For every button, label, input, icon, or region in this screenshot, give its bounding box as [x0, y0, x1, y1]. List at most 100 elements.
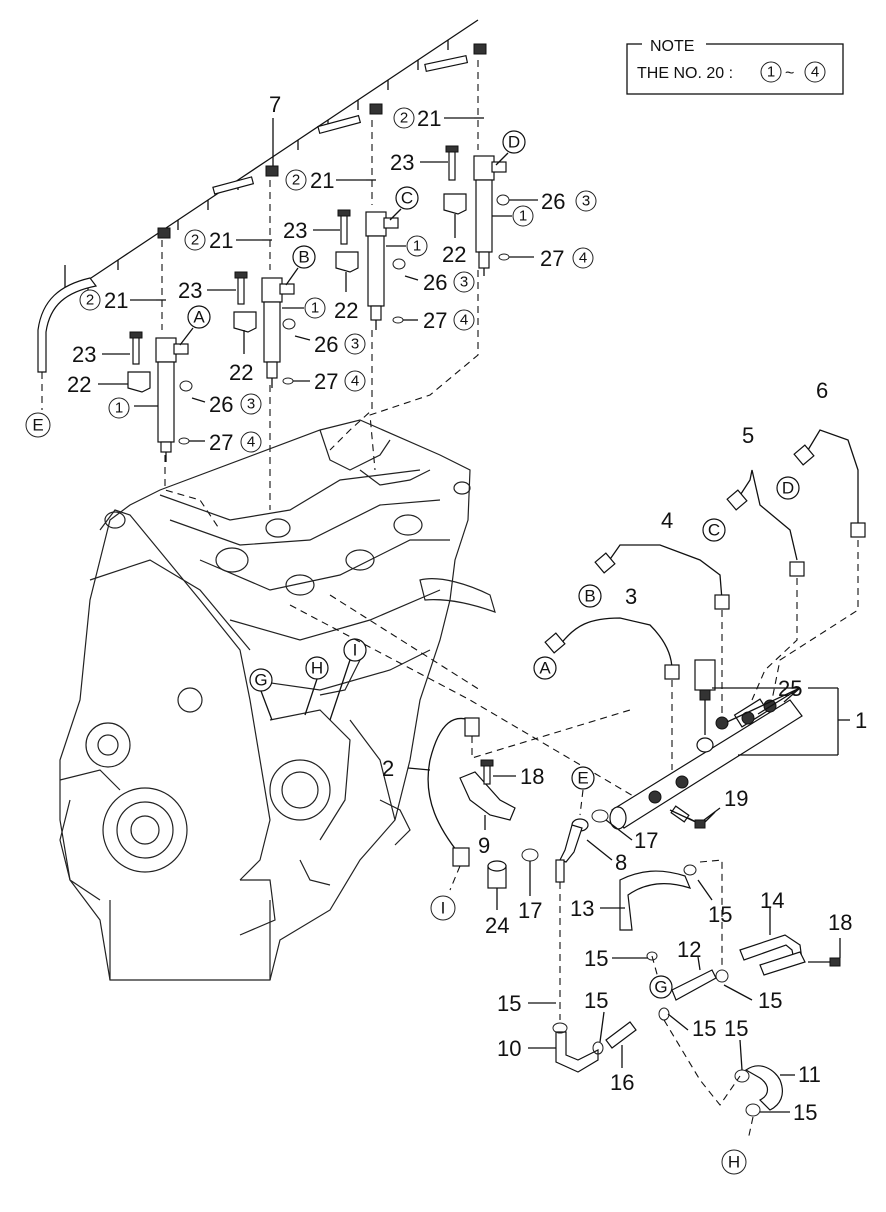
part-19-label: 19	[724, 786, 748, 811]
part-17-label-b: 17	[518, 898, 542, 923]
connector-a-pipe: A	[539, 659, 551, 678]
circled-numbers: 1 1 1 1 2 2 2 2 3 3 3 3 4 4 4 4	[79, 107, 597, 453]
injector-a	[155, 337, 189, 462]
part-15-label-a: 15	[708, 902, 732, 927]
svg-text:4: 4	[460, 312, 468, 329]
injector-b	[261, 277, 295, 388]
part-3-label: 3	[625, 584, 637, 609]
part-27-label-c: 27	[423, 308, 447, 333]
connector-b-pipe: B	[584, 587, 595, 606]
connector-g-hose: G	[654, 978, 667, 997]
injector-c	[365, 211, 399, 330]
connector-c-injector: C	[401, 189, 413, 208]
connector-i-pipe: I	[441, 899, 446, 918]
part-21-label-d: 21	[417, 106, 441, 131]
part-4-label: 4	[661, 508, 673, 533]
note-range-start: 1	[767, 64, 775, 81]
svg-text:1: 1	[519, 208, 527, 225]
note-line: THE NO. 20 :	[637, 65, 733, 82]
part-15-label-c: 15	[758, 988, 782, 1013]
part-23-label-c: 23	[283, 218, 307, 243]
part-11-label: 11	[798, 1062, 821, 1087]
high-pressure-pipes	[544, 429, 866, 770]
engine-connectors: G H I	[249, 594, 641, 801]
part-22-label-c: 22	[334, 298, 358, 323]
part-18-label-a: 18	[520, 764, 544, 789]
pipe-2: I	[407, 709, 631, 921]
return-line-assembly: E 7	[25, 19, 487, 438]
svg-text:E: E	[32, 416, 43, 435]
part-21-label-c: 21	[310, 168, 334, 193]
part-23-label-b: 23	[178, 278, 202, 303]
svg-text:4: 4	[247, 434, 255, 451]
fuel-hoses: G H	[528, 859, 841, 1175]
connector-g-engine: G	[254, 671, 267, 690]
connector-i-engine: I	[353, 641, 358, 660]
svg-text:4: 4	[351, 373, 359, 390]
part-5-label: 5	[742, 423, 754, 448]
connector-e-rail: E	[571, 766, 595, 790]
part-25-label: 25	[778, 676, 802, 701]
note-title: NOTE	[650, 38, 694, 55]
part-15-label-h: 15	[793, 1100, 817, 1125]
svg-text:3: 3	[247, 396, 255, 413]
part-23-label-a: 23	[72, 342, 96, 367]
part-26-label-c: 26	[423, 270, 447, 295]
connector-d-pipe: D	[782, 479, 794, 498]
part-14-label: 14	[760, 888, 784, 913]
part-18-label-b: 18	[828, 910, 852, 935]
part-26-label-a: 26	[209, 392, 233, 417]
connector-d-injector: D	[508, 133, 520, 152]
injector-d	[473, 155, 507, 276]
part-1-label: 1	[855, 708, 867, 733]
part-15-label-b: 15	[584, 946, 608, 971]
part-21-label-a: 21	[104, 288, 128, 313]
injector-guides	[161, 60, 479, 531]
part-22-label-b: 22	[229, 360, 253, 385]
svg-text:4: 4	[579, 250, 587, 267]
svg-text:E: E	[577, 769, 588, 788]
svg-text:1: 1	[311, 300, 319, 317]
connector-h-hose: H	[728, 1153, 740, 1172]
part-7-label: 7	[269, 92, 281, 117]
part-16-label: 16	[610, 1070, 634, 1095]
part-27-label-a: 27	[209, 430, 233, 455]
part-27-label-b: 27	[314, 369, 338, 394]
part-17-label-a: 17	[634, 828, 658, 853]
bracket-9	[459, 759, 516, 830]
engine-block	[59, 419, 496, 981]
connector-b-injector: B	[298, 248, 309, 267]
o-rings	[178, 194, 538, 445]
svg-text:3: 3	[460, 274, 468, 291]
clamps-and-bolts	[98, 117, 512, 407]
svg-text:2: 2	[191, 232, 199, 249]
svg-text:3: 3	[351, 336, 359, 353]
connector-h-engine: H	[311, 659, 323, 678]
svg-text:2: 2	[86, 292, 94, 309]
part-21-label-b: 21	[209, 228, 233, 253]
return-fittings	[487, 789, 721, 910]
part-13-label: 13	[570, 896, 594, 921]
svg-text:1: 1	[413, 238, 421, 255]
part-26-label-b: 26	[314, 332, 338, 357]
connector-e-left: E	[25, 412, 51, 438]
part-15-label-g: 15	[724, 1016, 748, 1041]
part-15-label-f: 15	[692, 1016, 716, 1041]
part-2-label: 2	[382, 756, 394, 781]
connector-c-pipe: C	[708, 521, 720, 540]
connector-a-injector: A	[193, 308, 205, 327]
part-15-label-d: 15	[497, 991, 521, 1016]
part-8-label: 8	[615, 850, 627, 875]
svg-text:2: 2	[400, 110, 408, 127]
part-24-label: 24	[485, 913, 509, 938]
part-9-label: 9	[478, 833, 490, 858]
svg-text:2: 2	[292, 172, 300, 189]
part-26-label-d: 26	[541, 189, 565, 214]
part-22-label-d: 22	[442, 242, 466, 267]
part-22-label-a: 22	[67, 372, 91, 397]
part-15-label-e: 15	[584, 988, 608, 1013]
common-rail	[609, 659, 850, 830]
part-12-label: 12	[677, 937, 701, 962]
